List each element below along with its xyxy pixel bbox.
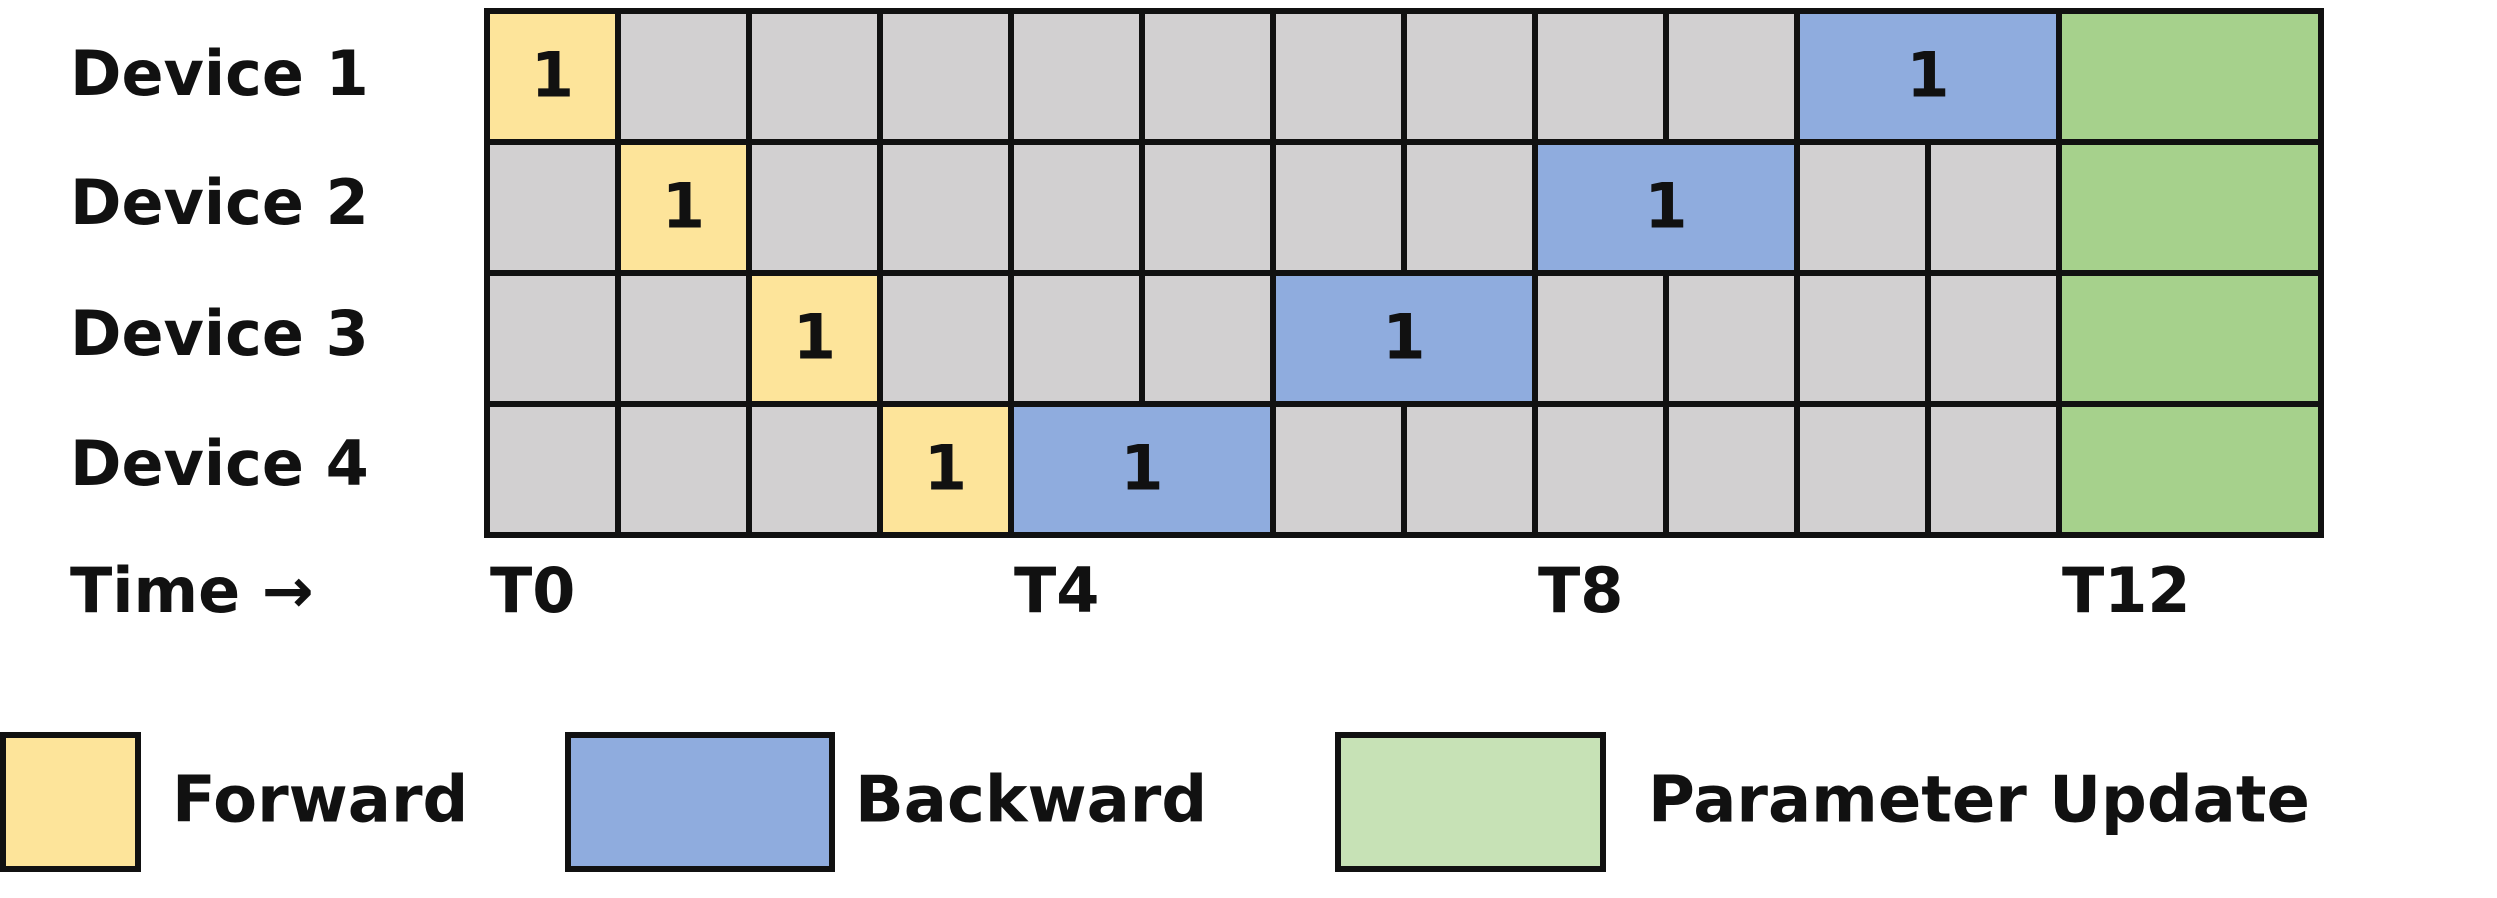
idle-cell [877, 270, 1014, 407]
idle-cell [1663, 8, 1800, 145]
backward-legend-label: Backward [855, 764, 1207, 838]
backward-block-label: 1 [1120, 432, 1163, 505]
forward-legend-swatch [0, 732, 141, 872]
idle-cell [1925, 139, 2062, 276]
update-legend-swatch [1335, 732, 1606, 872]
forward-block-label: 1 [531, 39, 574, 112]
time-axis: Time → T0 T4 T8 T12 [70, 554, 2191, 627]
backward-block [1532, 139, 1800, 276]
time-tick-label: T0 [490, 554, 575, 627]
idle-cell [746, 139, 883, 276]
idle-cell [1270, 139, 1407, 276]
device-labels: Device 1 Device 2 Device 3 Device 4 [70, 37, 369, 500]
idle-cell [484, 401, 621, 538]
backward-block-label: 1 [1906, 39, 1949, 112]
idle-cell [1401, 401, 1538, 538]
idle-cell [1532, 8, 1669, 145]
backward-block-label: 1 [1644, 170, 1687, 243]
device-label: Device 1 [70, 37, 369, 110]
idle-cell [1270, 401, 1407, 538]
idle-cell [1139, 270, 1276, 407]
idle-cell [1270, 8, 1407, 145]
idle-cell [1139, 8, 1276, 145]
update-block [2056, 401, 2324, 538]
idle-cell [615, 401, 752, 538]
idle-cell [1401, 139, 1538, 276]
idle-cell [1401, 8, 1538, 145]
idle-cell [1008, 139, 1145, 276]
idle-cell [1663, 270, 1800, 407]
idle-cell [1663, 401, 1800, 538]
idle-cell [746, 8, 883, 145]
device-label: Device 4 [70, 427, 369, 500]
idle-cell [1008, 8, 1145, 145]
idle-cell [877, 139, 1014, 276]
backward-block [1270, 270, 1538, 407]
forward-block-label: 1 [662, 170, 705, 243]
idle-cell [615, 8, 752, 145]
time-tick-label: T12 [2062, 554, 2191, 627]
backward-block [1008, 401, 1276, 538]
idle-cell [1008, 270, 1145, 407]
time-axis-label: Time → [70, 554, 314, 627]
legend: Forward Backward Parameter Update [0, 732, 2310, 872]
idle-cell [484, 270, 621, 407]
idle-cell [1139, 139, 1276, 276]
forward-block-label: 1 [924, 432, 967, 505]
forward-block [877, 401, 1014, 538]
forward-legend-label: Forward [172, 764, 468, 838]
update-legend-label: Parameter Update [1648, 764, 2310, 838]
idle-cell [1794, 270, 1931, 407]
idle-cell [1925, 270, 2062, 407]
time-tick-label: T8 [1538, 554, 1623, 627]
backward-legend-swatch [565, 732, 835, 872]
idle-cell [615, 270, 752, 407]
update-block [2056, 270, 2324, 407]
idle-cell [1794, 401, 1931, 538]
update-block [2056, 8, 2324, 145]
time-tick-label: T4 [1014, 554, 1099, 627]
idle-cell [1532, 270, 1669, 407]
forward-block-label: 1 [793, 301, 836, 374]
idle-cell [1794, 139, 1931, 276]
idle-cell [877, 8, 1014, 145]
backward-block-label: 1 [1382, 301, 1425, 374]
idle-cell [746, 401, 883, 538]
idle-cell [484, 139, 621, 276]
update-block [2056, 139, 2324, 276]
device-label: Device 2 [70, 166, 369, 239]
schedule-grid: 1 1 1 1 1 1 1 1 [484, 8, 2324, 538]
idle-cell [1532, 401, 1669, 538]
device-label: Device 3 [70, 297, 369, 370]
idle-cell [1925, 401, 2062, 538]
